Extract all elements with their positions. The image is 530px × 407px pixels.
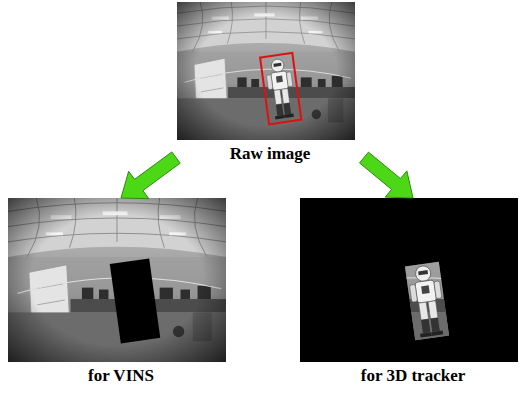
block-arrow [121, 152, 180, 199]
tracking-box [260, 53, 301, 124]
image-panel: for 3D tracker [300, 198, 526, 390]
lab-scene [8, 198, 226, 362]
robot-figure [264, 57, 296, 119]
robot-figure [407, 264, 447, 338]
lab-scene [300, 198, 518, 362]
block-arrow [360, 152, 413, 198]
robot-mask [110, 259, 161, 344]
image-caption: Raw image [176, 144, 364, 164]
cropped-image [300, 198, 518, 362]
image-caption: for 3D tracker [300, 366, 526, 386]
lab-scene [177, 2, 355, 140]
image-panel: for VINS [8, 198, 234, 390]
black-background [300, 198, 518, 362]
masked-image [8, 198, 226, 362]
raw-camera-image [177, 2, 355, 140]
image-panel: Raw image [176, 2, 364, 168]
image-caption: for VINS [8, 366, 234, 386]
